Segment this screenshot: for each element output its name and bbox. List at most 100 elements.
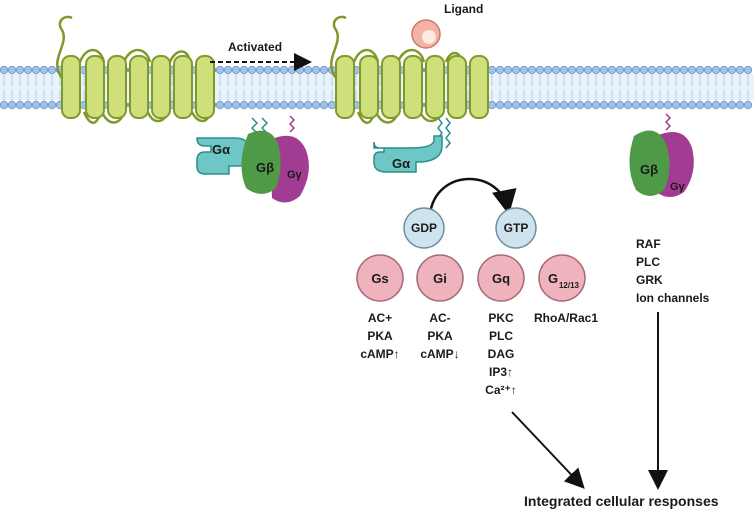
lipid-head (0, 65, 9, 75)
lipid-head (511, 100, 521, 110)
lipid-head (535, 65, 545, 75)
lipid-head (655, 65, 665, 75)
lipid-head (679, 100, 689, 110)
lipid-head (239, 65, 249, 75)
gs-effect-3: cAMP↑ (360, 347, 399, 361)
lipid-head (671, 100, 681, 110)
lipid-head (599, 100, 609, 110)
g-gamma-label: Gγ (287, 169, 303, 181)
gdp-label: GDP (411, 221, 437, 235)
lipid-head (671, 65, 681, 75)
lipid-head (247, 65, 257, 75)
lipid-head (319, 100, 329, 110)
lipid-head (247, 100, 257, 110)
lipid-head (695, 100, 705, 110)
released-g-alpha: Gα (373, 117, 451, 173)
lipid-head (31, 100, 41, 110)
gi-family: Gi AC- PKA cAMP↓ (416, 254, 464, 361)
ligand-label: Ligand (444, 2, 483, 16)
g1213-family: G 12/13 RhoA/Rac1 (534, 254, 598, 325)
gi-effect-1: AC- (429, 311, 450, 325)
lipid-head (319, 65, 329, 75)
ligand: Ligand (411, 2, 483, 49)
lipid-head (303, 100, 313, 110)
lipid-head (543, 65, 553, 75)
lipid-head (519, 100, 529, 110)
gq-effect-2: PLC (489, 329, 513, 343)
lipid-head (271, 65, 281, 75)
lipid-head (39, 65, 49, 75)
lipid-head (239, 100, 249, 110)
gi-effect-2: PKA (427, 329, 453, 343)
gtp-node: GTP (495, 207, 537, 249)
lipid-head (695, 65, 705, 75)
released-g-alpha-label: Gα (392, 156, 410, 171)
free-g-beta-label: Gβ (640, 162, 658, 177)
gq-label: Gq (492, 271, 510, 286)
inactive-heterotrimer: Gα Gγ Gβ (196, 115, 309, 203)
lipid-head (711, 65, 721, 75)
gq-effect-4: IP3↑ (489, 365, 513, 379)
lipid-head (727, 65, 737, 75)
lipid-head (279, 65, 289, 75)
gq-family: Gq PKC PLC DAG IP3↑ Ca²⁺↑ (477, 254, 525, 397)
lipid-head (287, 100, 297, 110)
lipid-head (231, 100, 241, 110)
lipid-head (263, 100, 273, 110)
effector-ion-channels: Ion channels (636, 291, 710, 305)
lipid-head (639, 100, 649, 110)
lipid-head (223, 100, 233, 110)
lipid-head (575, 100, 585, 110)
lipid-head (279, 100, 289, 110)
g-protein-families: Gs AC+ PKA cAMP↑ Gi AC- PKA cAMP↓ Gq PKC… (356, 254, 598, 397)
lipid-head (743, 100, 753, 110)
lipid-head (519, 65, 529, 75)
lipid-head (47, 100, 57, 110)
active-receptor (330, 15, 489, 124)
lipid-head (623, 65, 633, 75)
lipid-head (311, 65, 321, 75)
lipid-head (559, 65, 569, 75)
lipid-head (535, 100, 545, 110)
g1213-label: G (548, 271, 558, 286)
inactive-receptor (56, 15, 215, 124)
lipid-head (327, 100, 337, 110)
lipid-head (559, 100, 569, 110)
lipid-head (15, 65, 25, 75)
g-alpha-label: Gα (212, 142, 230, 157)
lipid-head (591, 65, 601, 75)
g1213-effect-1: RhoA/Rac1 (534, 311, 598, 325)
integrated-responses-label: Integrated cellular responses (524, 493, 719, 509)
lipid-head (639, 65, 649, 75)
lipid-head (575, 65, 585, 75)
gdp-node: GDP (403, 207, 445, 249)
lipid-head (711, 100, 721, 110)
lipid-head (679, 65, 689, 75)
free-g-beta-subunit: Gβ (629, 130, 670, 196)
lipid-head (311, 100, 321, 110)
lipid-head (551, 100, 561, 110)
gs-effect-2: PKA (367, 329, 393, 343)
lipid-head (703, 100, 713, 110)
gq-effect-1: PKC (488, 311, 514, 325)
lipid-head (0, 100, 9, 110)
lipid-head (15, 100, 25, 110)
lipid-head (599, 65, 609, 75)
activated-arrow: Activated (210, 40, 312, 71)
lipid-head (487, 65, 497, 75)
lipid-head (623, 100, 633, 110)
g-beta-subunit: Gβ (241, 130, 281, 194)
lipid-head (39, 100, 49, 110)
gs-effect-1: AC+ (368, 311, 392, 325)
lipid-head (567, 100, 577, 110)
lipid-head (655, 100, 665, 110)
lipid-head (7, 100, 17, 110)
lipid-head (503, 100, 513, 110)
lipid-head (687, 100, 697, 110)
lipid-head (615, 100, 625, 110)
lipid-head (287, 65, 297, 75)
lipid-head (511, 65, 521, 75)
lipid-head (719, 65, 729, 75)
lipid-head (703, 65, 713, 75)
